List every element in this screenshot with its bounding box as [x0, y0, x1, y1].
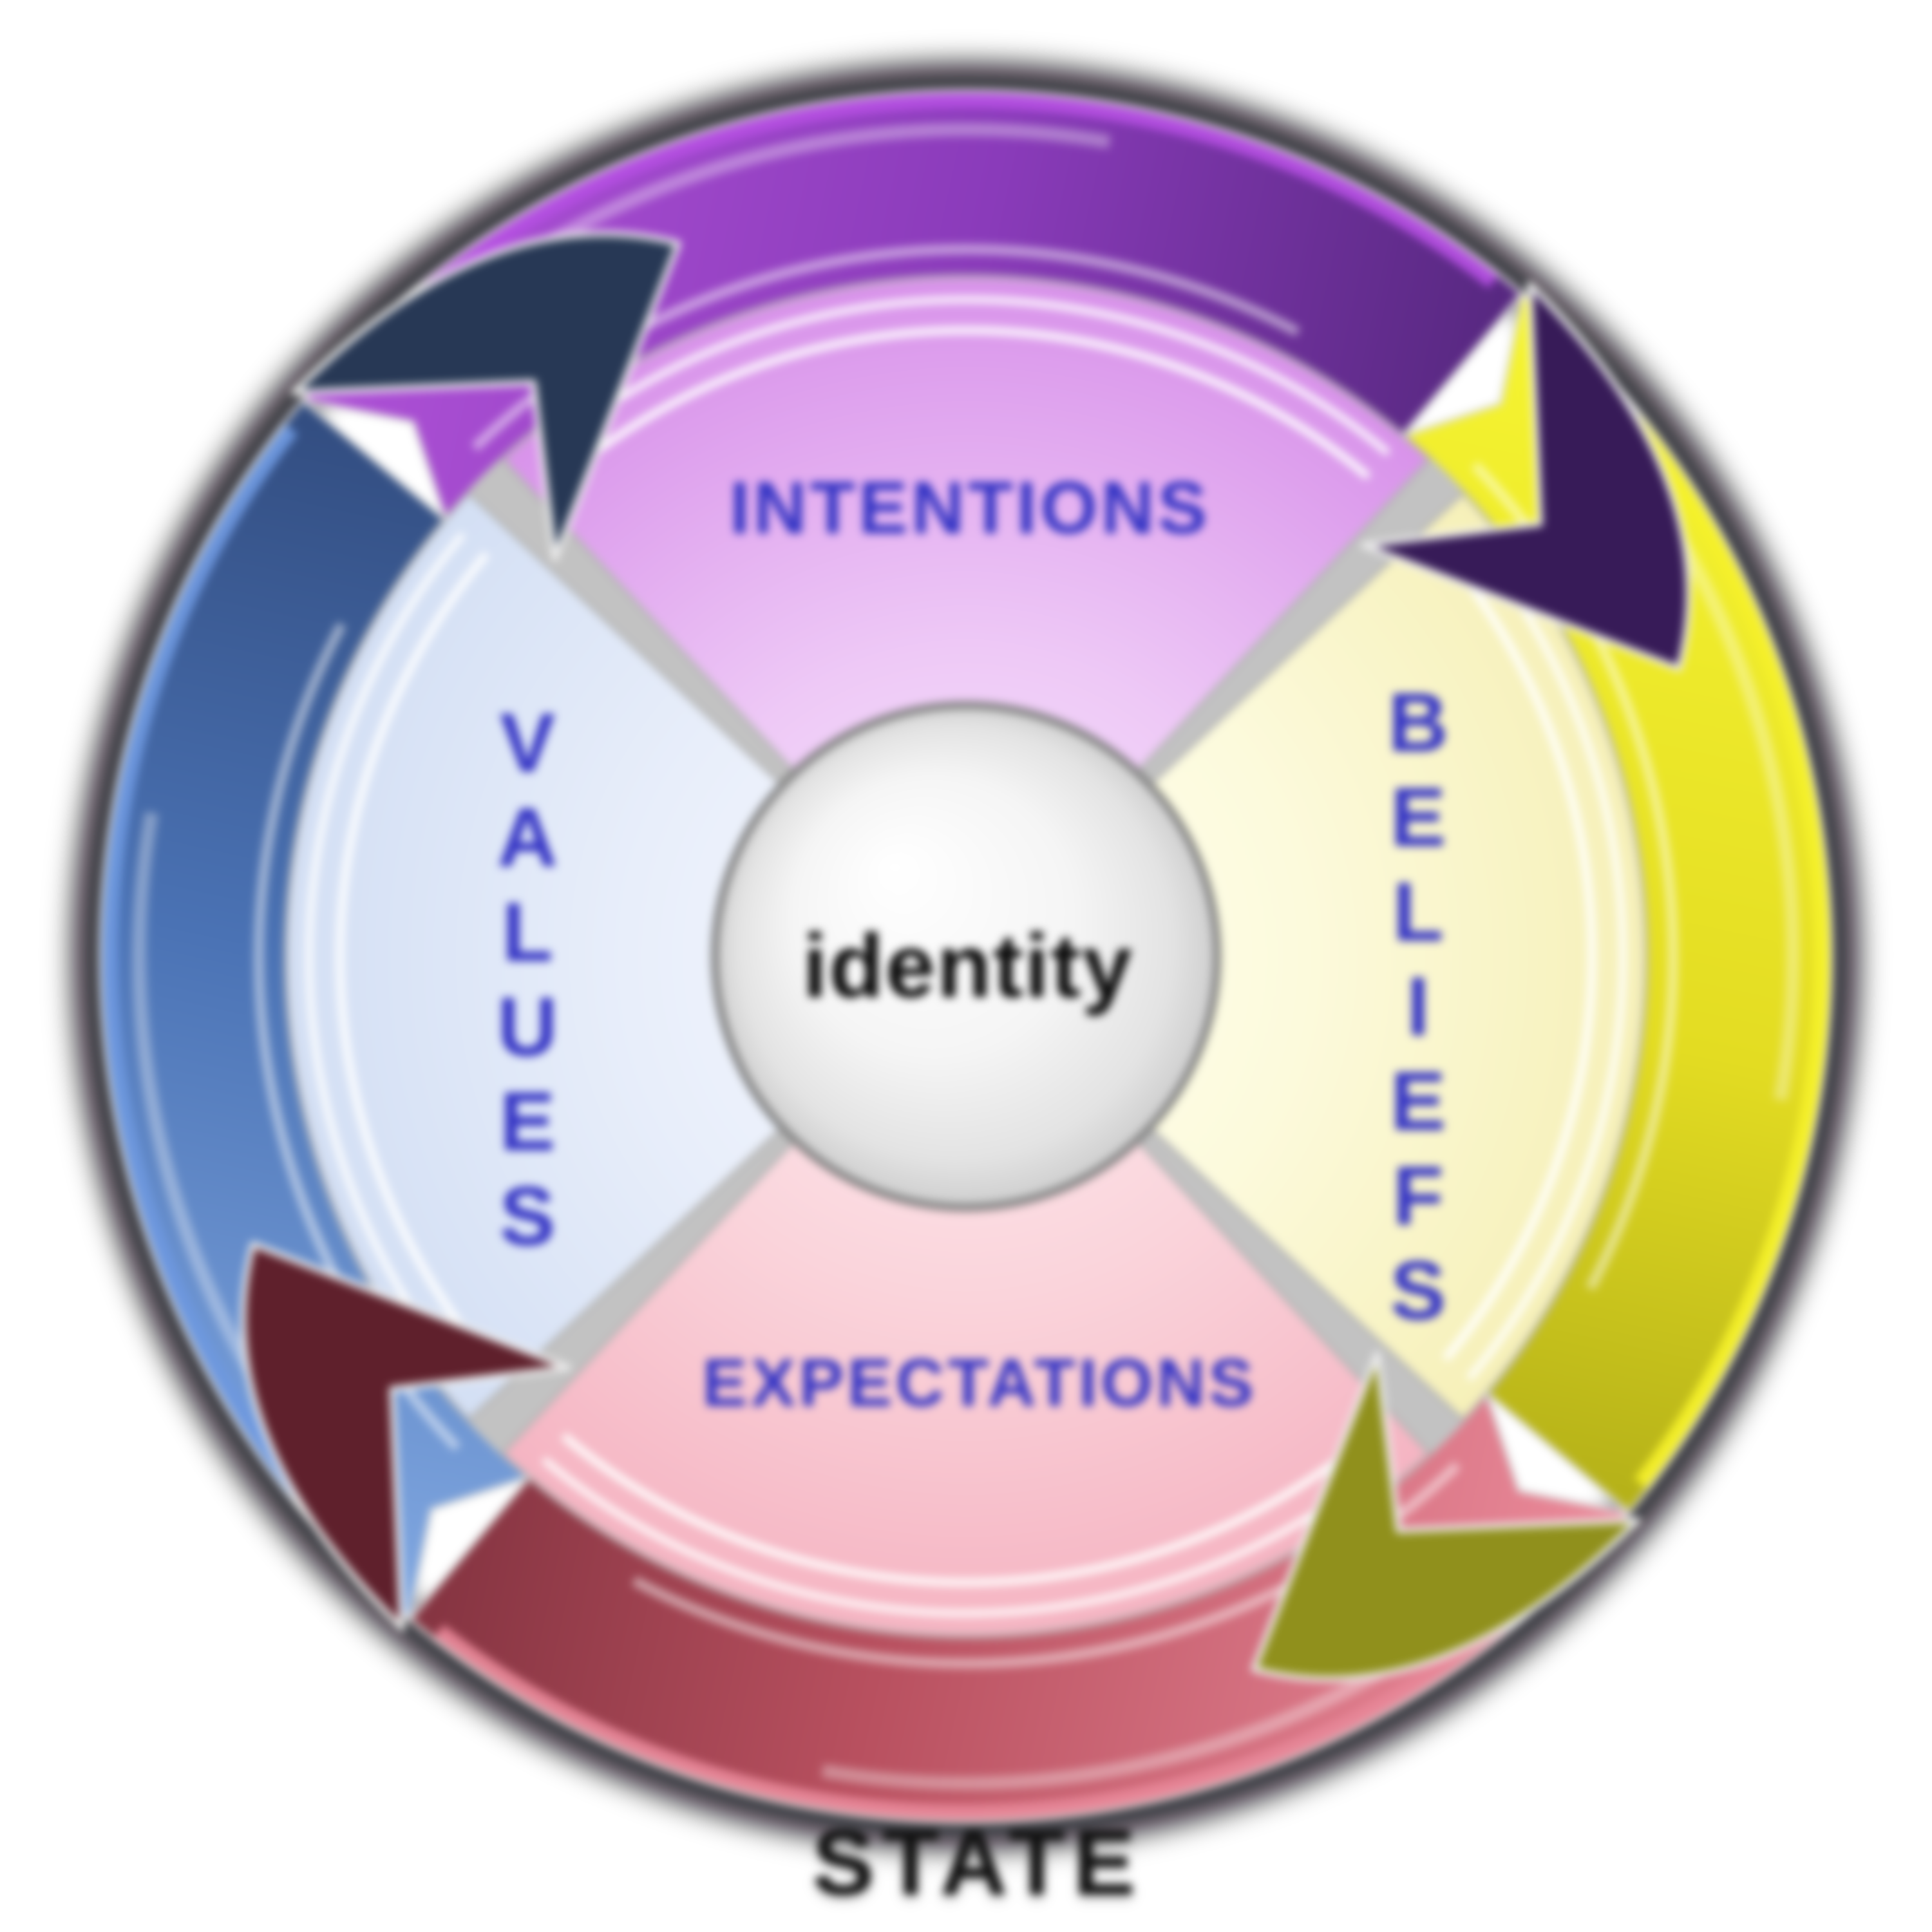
center-identity-sphere: [711, 701, 1221, 1211]
quadrant-label-beliefs: B E L I E F S: [1388, 675, 1448, 1338]
quadrant-label-expectations: EXPECTATIONS: [702, 1345, 1257, 1421]
outer-glow-ring: [70, 60, 1862, 1853]
center-label-identity: identity: [802, 915, 1133, 1016]
quadrant-label-values: V A L U E S: [497, 696, 558, 1263]
quadrant-label-intentions: INTENTIONS: [729, 467, 1211, 549]
bottom-label-state: STATE: [812, 1810, 1143, 1915]
